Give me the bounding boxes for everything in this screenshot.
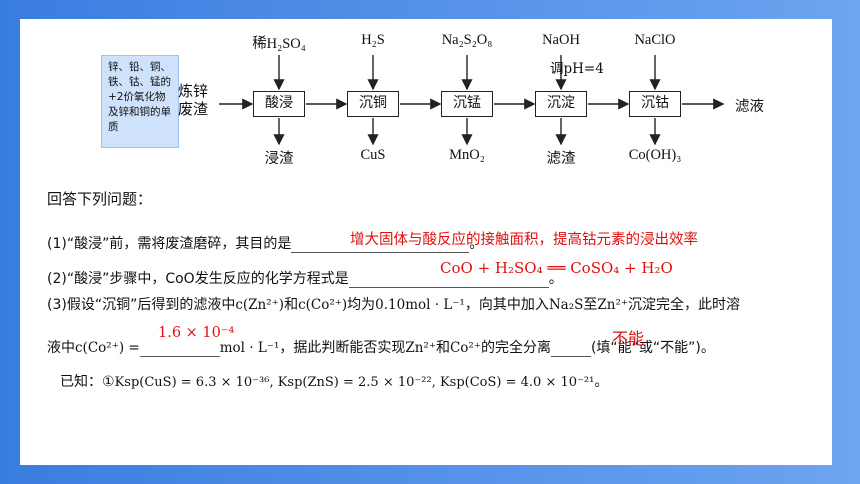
q3-zn-ion: Zn²⁺: [597, 297, 628, 313]
reagent-hydrogen-sulfide: H₂S: [361, 32, 385, 48]
step-manganese-precipitation: 沉锰: [441, 91, 493, 117]
q3-zn-concentration: c(Zn²⁺): [235, 297, 285, 313]
reagent-dilute-sulfuric-acid: 稀H₂SO₄: [252, 36, 306, 52]
q3-zn-ion-2: Zn²⁺: [405, 340, 436, 356]
q3-value-blank: [139, 340, 220, 357]
final-filtrate: 滤液: [735, 99, 764, 115]
slide-content: 锌、铅、铜、铁、钴、锰的+2价氧化物及锌和铜的单质 炼锌废渣: [20, 19, 832, 465]
q3-line2-end: (填“能”或“不能”)。: [590, 340, 715, 356]
q3-answer-value: 1.6 × 10⁻⁴: [158, 325, 235, 341]
q1-answer-blank: [291, 236, 470, 253]
source-label: 炼锌废渣: [178, 82, 209, 118]
product-manganese-dioxide: MnO₂: [449, 147, 485, 163]
known-end: 。: [594, 374, 609, 390]
q1-text: (1)“酸浸”前，需将废渣磨碎，其目的是: [47, 236, 292, 252]
product-copper-sulfide: CuS: [360, 147, 386, 163]
q3-and: 和: [284, 297, 299, 313]
product-filter-residue: 滤渣: [546, 151, 576, 167]
q3-and-2: 和: [435, 340, 450, 356]
q2-end: 。: [548, 271, 563, 287]
q1-answer: 增大固体与酸反应的接触面积，提高钴元素的浸出效率: [350, 232, 698, 248]
q3-co-ion: Co²⁺: [449, 340, 481, 356]
question-3-line-2: 液中c(Co²⁺) = mol · L⁻¹，据此判断能否实现Zn²⁺和Co²⁺的…: [47, 337, 715, 357]
q3-answer-judge: 不能: [612, 329, 645, 348]
q2-answer-blank: [348, 271, 549, 288]
question-3-line-1: (3)假设“沉铜”后得到的滤液中c(Zn²⁺)和c(Co²⁺)均为0.10mol…: [47, 294, 740, 314]
step-copper-precipitation: 沉铜: [347, 91, 399, 117]
q3-unit: mol · L⁻¹: [219, 340, 280, 356]
q3-co-concentration: c(Co²⁺): [298, 297, 348, 313]
reagent-sodium-hydroxide: NaOH: [542, 32, 580, 48]
q3-line2-mid: ，据此判断能否实现: [279, 340, 406, 356]
step-precipitation: 沉淀: [535, 91, 587, 117]
step-cobalt-precipitation: 沉钴: [629, 91, 681, 117]
q3-line2-mid2: 的完全分离: [480, 340, 551, 356]
q3-reagent: Na₂S: [548, 297, 584, 313]
q1-end: 。: [469, 236, 484, 252]
product-cobalt-hydroxide: Co(OH)₃: [628, 147, 682, 163]
q3-line1-end: 沉淀完全，此时溶: [628, 297, 740, 313]
step-acid-leach: 酸浸: [253, 91, 305, 117]
reagent-sodium-hypochlorite: NaClO: [634, 32, 676, 48]
q3-line1-pre: (3)假设“沉铜”后得到的滤液中: [47, 297, 236, 313]
reagent-sodium-persulfate: Na₂S₂O₈: [441, 32, 493, 48]
questions-header: 回答下列问题：: [47, 190, 153, 208]
ph-condition: 调pH=4: [550, 61, 604, 77]
q3-mid: 均为: [347, 297, 376, 313]
raw-material-note: 锌、铅、铜、铁、钴、锰的+2价氧化物及锌和铜的单质: [101, 55, 179, 148]
q3-value: 0.10mol · L⁻¹: [375, 297, 465, 313]
q3-mid2: ，向其中加入: [464, 297, 549, 313]
known-data: 已知：①Ksp(CuS) = 6.3 × 10⁻³⁶, Ksp(ZnS) = 2…: [60, 371, 608, 391]
product-leach-residue: 浸渣: [264, 151, 294, 167]
known-ksp-values: Ksp(CuS) = 6.3 × 10⁻³⁶, Ksp(ZnS) = 2.5 ×…: [114, 375, 595, 390]
q3-line2-pre: 液中: [47, 340, 75, 356]
q2-text: (2)“酸浸”步骤中，CoO发生反应的化学方程式是: [47, 271, 349, 287]
q3-co-concentration-eq: c(Co²⁺) =: [75, 340, 140, 356]
q2-answer: CoO + H₂SO₄ ══ CoSO₄ + H₂O: [440, 259, 673, 277]
flow-arrows: [219, 55, 725, 146]
question-1: (1)“酸浸”前，需将废渣磨碎，其目的是 。: [47, 233, 483, 253]
question-2: (2)“酸浸”步骤中，CoO发生反应的化学方程式是 。: [47, 268, 563, 288]
q3-to: 至: [583, 297, 598, 313]
q3-judge-blank: [550, 340, 591, 357]
known-label: 已知：①: [60, 374, 115, 390]
